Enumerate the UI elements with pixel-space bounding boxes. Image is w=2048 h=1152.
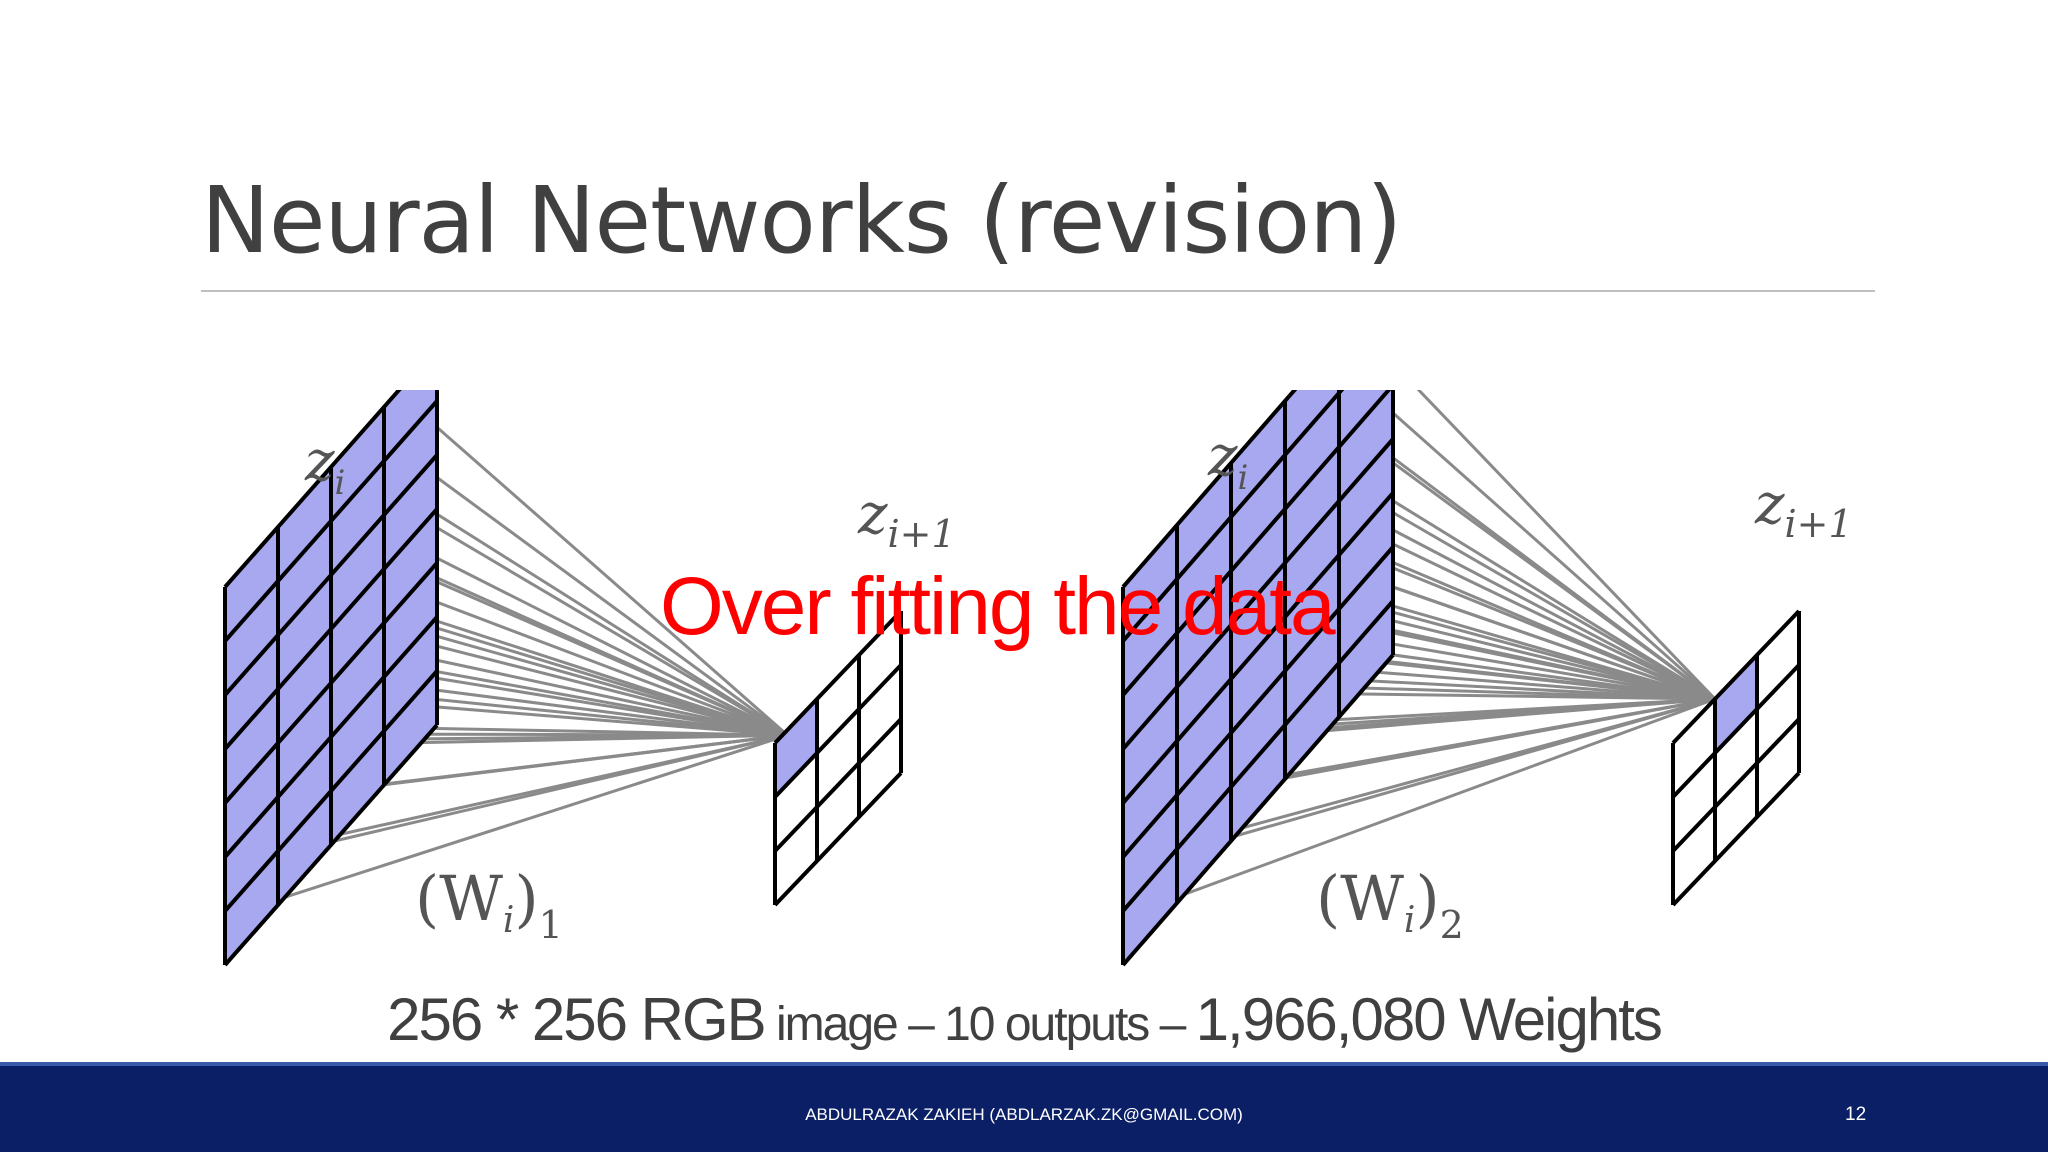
- left-weight-label: (Wi)1: [415, 862, 563, 947]
- right-output-grid: [1671, 609, 1801, 907]
- footer-bar: [0, 1062, 2048, 1152]
- right-input-label: zi: [1207, 424, 1248, 498]
- right-weight-label: (Wi)2: [1316, 862, 1464, 947]
- left-panel: zi zi+1 (Wi)1: [223, 390, 956, 967]
- caption-weights: 1,966,080 Weights: [1195, 986, 1663, 1053]
- left-output-label: zi+1: [857, 482, 956, 556]
- footer-author: ABDULRAZAK ZAKIEH (ABDLARZAK.ZK@GMAIL.CO…: [805, 1105, 1243, 1124]
- left-output-grid: [773, 609, 903, 907]
- overfitting-overlay: Over fitting the data: [660, 561, 1336, 652]
- title-divider: [201, 290, 1875, 292]
- footer-accent-line: [0, 1062, 2048, 1066]
- right-output-label: zi+1: [1754, 472, 1853, 546]
- caption: 256 * 256 RGB image – 10 outputs – 1,966…: [0, 985, 2048, 1054]
- caption-outputs: image – 10 outputs –: [764, 998, 1196, 1051]
- convolution-diagram: zi zi+1 (Wi)1 zi zi+1 (Wi)2: [223, 390, 1853, 967]
- right-panel: zi zi+1 (Wi)2: [1121, 390, 1853, 967]
- slide-title: Neural Networks (revision): [201, 167, 1402, 274]
- page-number: 12: [1845, 1104, 1867, 1125]
- left-input-grid: [223, 390, 439, 967]
- caption-input-size: 256 * 256 RGB: [387, 986, 767, 1053]
- left-input-label: zi: [304, 429, 345, 503]
- right-input-grid: [1121, 390, 1395, 967]
